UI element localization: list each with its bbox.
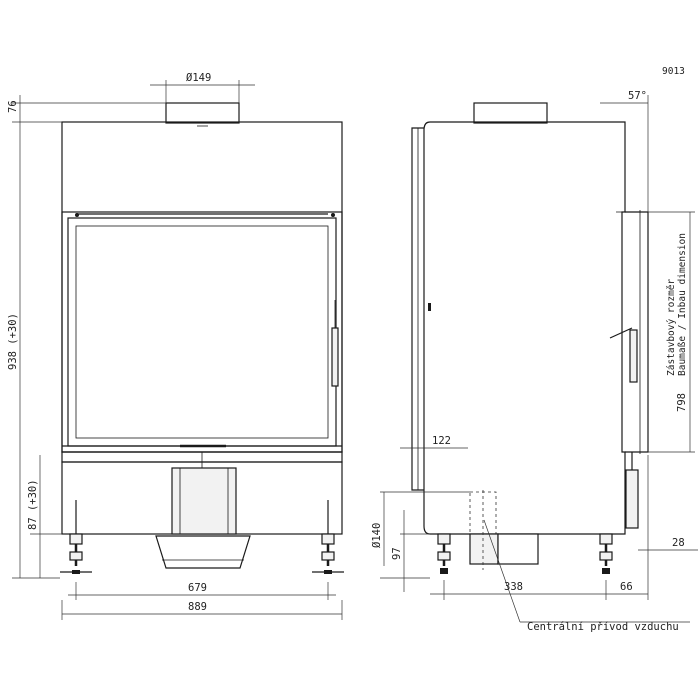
rear-leg-block [625,469,639,529]
label-air-supply: Centrální přívod vzduchu [527,621,679,633]
air-supply-duct-right [497,533,539,565]
air-intake-box [171,467,237,535]
dim-air-diameter: Ø140 [371,523,383,548]
dim-lower-height: 87 (+30) [27,479,39,530]
dim-top-offset: 76 [7,100,19,113]
dim-leg-inset: 28 [672,537,685,549]
air-supply-duct-left [469,533,499,565]
chimney-collar [165,102,240,124]
side-handle [629,329,638,383]
door-hinge-tl [75,213,79,217]
side-handle-arm [609,327,633,339]
side-leg-rear [599,533,613,574]
dim-door-angle: 57° [628,90,647,102]
front-body-outline [61,121,343,453]
front-leg-left [60,500,92,574]
air-supply-leader [483,519,521,623]
dim-air-height: 97 [391,547,403,560]
corner-code: 9013 [662,66,685,77]
door-hinge-tr [331,213,335,217]
dim-side-inset: 122 [432,435,451,447]
dim-side-width: 338 [504,581,523,593]
side-latch [428,303,431,311]
glass-pane [75,225,329,439]
dim-outer-width: 889 [188,601,207,613]
dim-insert-height: 798 [676,393,688,412]
side-body-outline [423,121,626,535]
dim-total-height: 938 (+30) [7,313,19,370]
dim-inner-width: 679 [188,582,207,594]
side-leg-front [437,533,451,574]
dim-chimney-diameter: Ø149 [186,72,211,84]
side-chimney-collar [473,102,548,124]
dim-rear-offset: 66 [620,581,633,593]
ash-tray [155,535,251,569]
front-view: Ø149 76 938 (+30) 87 (+30) 679 889 [7,72,344,620]
door-frame [61,211,343,453]
label-installation-size-de: Baumaße / Inbau dimension [677,233,688,376]
front-leg-right [312,500,344,574]
label-installation-size-cz: Zástavbový rozměr [666,278,677,376]
door-handle [331,327,339,387]
side-view: 57° 798 Zástavbový rozměr Baumaße / Inba… [371,90,698,633]
door-inner-frame [67,217,337,447]
